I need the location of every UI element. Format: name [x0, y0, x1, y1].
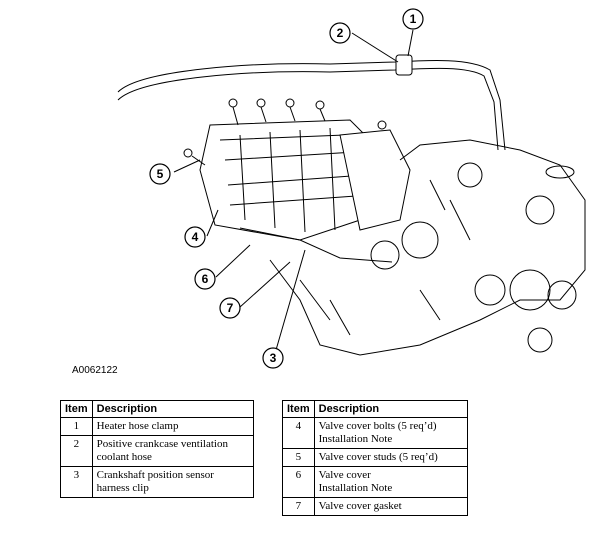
svg-text:5: 5	[157, 167, 164, 181]
description-header: Description	[91, 400, 255, 418]
description-line: Valve cover	[318, 469, 371, 481]
svg-text:6: 6	[202, 272, 209, 286]
svg-text:2: 2	[337, 26, 344, 40]
engine-diagram: 1 2 3 4 5 6 7	[117, 8, 586, 369]
description-line: Installation Note	[318, 482, 393, 494]
item-number: 5	[282, 448, 315, 467]
valve-cover-bolts	[183, 98, 387, 166]
item-number: 7	[282, 497, 315, 516]
description-line: Valve cover studs (5 req’d)	[318, 451, 438, 463]
callout-5: 5	[149, 163, 171, 185]
item-description: Heater hose clamp	[91, 417, 255, 436]
item-number: 2	[60, 435, 93, 467]
callout-4: 4	[184, 226, 206, 248]
item-description: Valve cover bolts (5 req’d)Installation …	[313, 417, 469, 449]
item-description: Valve cover gasket	[313, 497, 469, 516]
hose-clamp	[395, 54, 413, 76]
svg-text:7: 7	[227, 301, 234, 315]
callout-6: 6	[194, 268, 216, 290]
item-number: 1	[60, 417, 93, 436]
valve-cover-gasket	[239, 227, 393, 263]
callout-7: 7	[219, 297, 241, 319]
callout-3: 3	[262, 347, 284, 369]
description-line: Crankshaft position sensor	[96, 469, 214, 481]
coolant-hose	[117, 59, 506, 151]
figure-id: A0062122	[72, 365, 118, 376]
item-header: Item	[282, 400, 315, 418]
description-line: Valve cover gasket	[318, 500, 402, 512]
item-description: Valve cover studs (5 req’d)	[313, 448, 469, 467]
item-number: 6	[282, 466, 315, 498]
item-header: Item	[60, 400, 93, 418]
callout-1: 1	[402, 8, 424, 30]
callout-2: 2	[329, 22, 351, 44]
description-line: Valve cover bolts (5 req’d)	[318, 420, 437, 432]
svg-text:1: 1	[410, 12, 417, 26]
svg-text:4: 4	[192, 230, 199, 244]
item-number: 4	[282, 417, 315, 449]
valve-cover	[199, 119, 411, 241]
description-line: harness clip	[96, 482, 149, 494]
description-header: Description	[313, 400, 469, 418]
item-number: 3	[60, 466, 93, 498]
description-line: Installation Note	[318, 433, 393, 445]
description-line: Positive crankcase ventilation	[96, 438, 228, 450]
svg-text:3: 3	[270, 351, 277, 365]
engine-block	[269, 139, 586, 356]
description-line: Heater hose clamp	[96, 420, 179, 432]
description-line: coolant hose	[96, 451, 152, 463]
